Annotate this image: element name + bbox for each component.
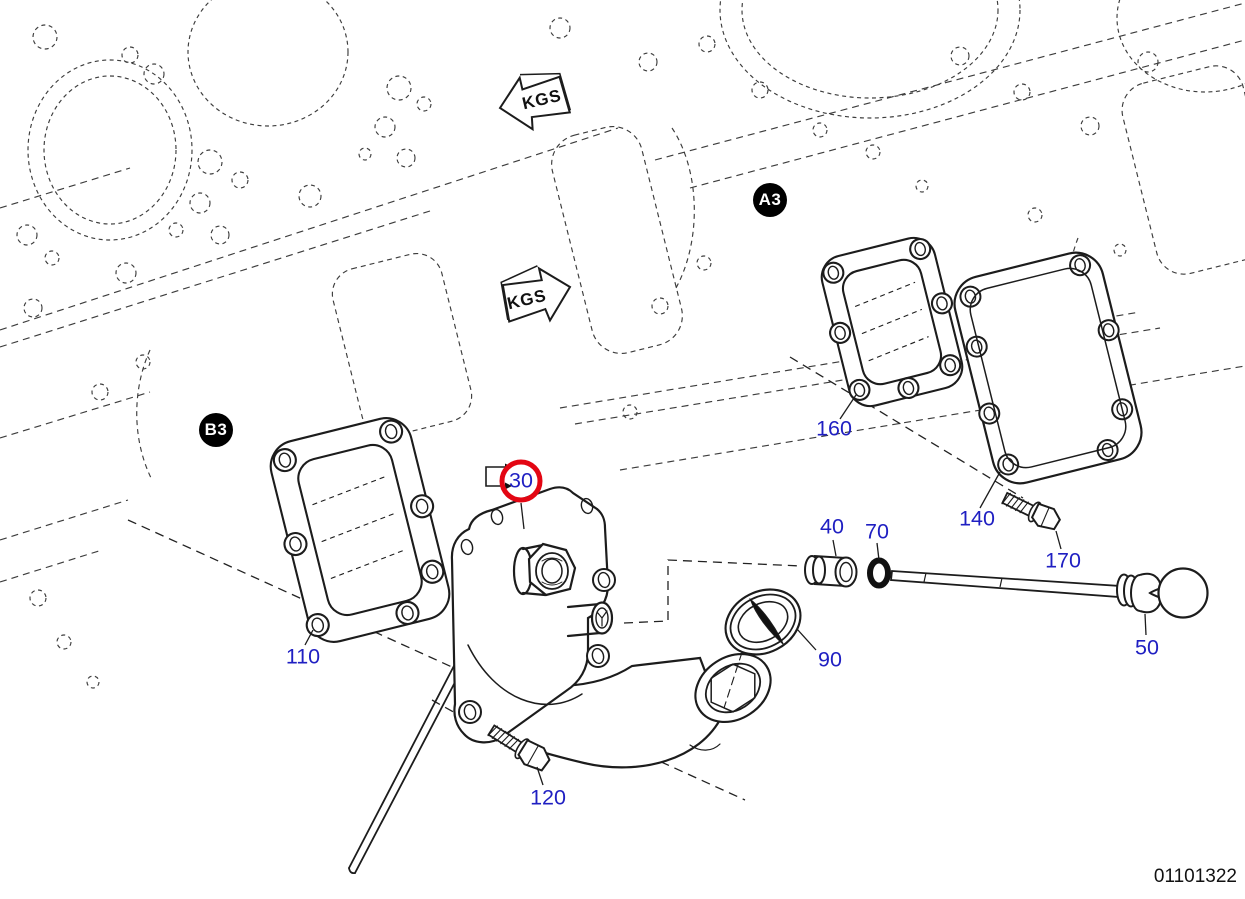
callout-170[interactable]: 170 <box>1045 548 1081 573</box>
o-ring-70 <box>867 557 891 589</box>
gasket-110 <box>269 417 451 643</box>
callout-40[interactable]: 40 <box>820 514 844 539</box>
highlight-ring-30[interactable]: 30 <box>499 459 543 503</box>
callout-leader-lines <box>304 394 1147 786</box>
dipstick-50 <box>890 567 1209 619</box>
dipstick-port <box>566 601 614 638</box>
cover-plate-140 <box>953 251 1143 485</box>
oil-cap-90 <box>724 588 802 656</box>
callout-70[interactable]: 70 <box>865 519 889 544</box>
gasket-160 <box>820 236 964 408</box>
guide-rod <box>348 659 465 875</box>
view-badge-a3[interactable]: A3 <box>753 183 787 217</box>
kgs-arrow-left[interactable] <box>494 65 573 135</box>
callout-110[interactable]: 110 <box>285 644 321 669</box>
callout-120[interactable]: 120 <box>530 785 566 810</box>
drawing-number: 01101322 <box>1153 866 1237 887</box>
callout-30[interactable]: 30 <box>509 468 533 493</box>
filler-opening <box>694 652 772 724</box>
callout-160[interactable]: 160 <box>816 416 852 441</box>
bolt-170 <box>1001 491 1061 531</box>
oil-filler-housing-30 <box>348 486 772 875</box>
bolt-120 <box>487 724 551 772</box>
plug-40 <box>804 555 858 588</box>
background-engine-block <box>0 0 1245 689</box>
view-badge-b3[interactable]: B3 <box>199 413 233 447</box>
callout-90[interactable]: 90 <box>818 647 842 672</box>
callout-50[interactable]: 50 <box>1135 635 1159 660</box>
callout-140[interactable]: 140 <box>959 506 995 531</box>
hex-boss <box>512 542 577 597</box>
kgs-arrow-right[interactable] <box>497 260 576 330</box>
